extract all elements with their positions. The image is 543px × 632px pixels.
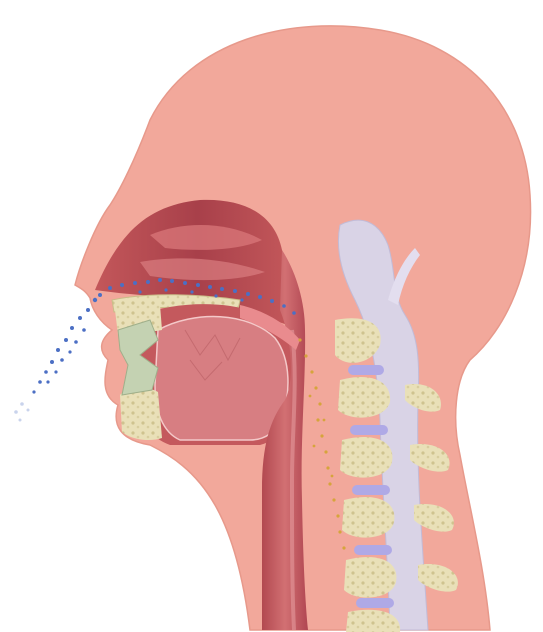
lower-jaw <box>120 387 162 440</box>
particle-spray-faint <box>14 402 29 421</box>
tongue <box>155 317 288 440</box>
